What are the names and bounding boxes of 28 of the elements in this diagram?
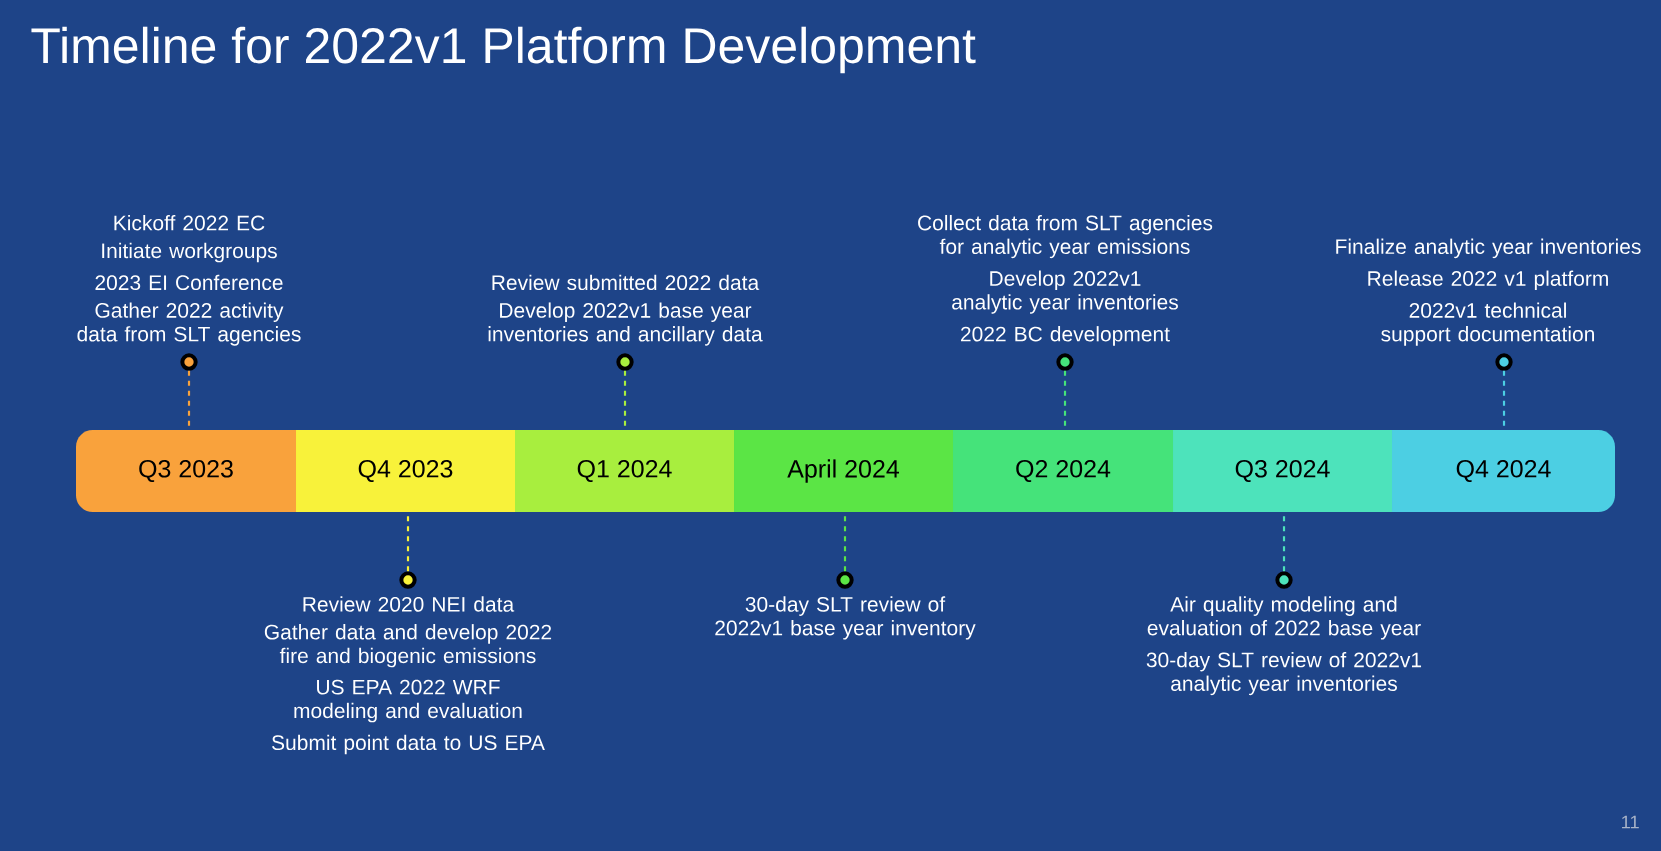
milestone-text: Kickoff 2022 EC <box>114 215 265 231</box>
timeline-segment: Q3 2023 <box>76 430 296 512</box>
timeline-segment: Q3 2024 <box>1173 430 1392 512</box>
milestone-text: Develop 2022v1 base year inventories and ancillary data <box>488 302 763 346</box>
milestone-text: Review submitted 2022 data <box>492 274 760 291</box>
milestone-text: US EPA 2022 WRF modeling and evaluation <box>294 679 522 723</box>
milestone-text: Review 2020 NEI data <box>303 596 515 612</box>
milestone-text: Gather data and develop 2022 fire and biogenic emissions <box>264 624 552 668</box>
milestone-text: Submit point data to US EPA <box>272 734 545 755</box>
milestone-text: 2022 BC development <box>961 326 1170 346</box>
timeline-segment: Q4 2023 <box>296 430 515 512</box>
timeline-segment: April 2024 <box>734 430 953 512</box>
milestone-text: Finalize analytic year inventories <box>1336 238 1641 259</box>
milestone-text: 30-day SLT review of 2022v1 analytic year inventories <box>1146 651 1422 696</box>
milestone-text: 2022v1 technical support documentation <box>1381 302 1594 346</box>
milestone-text: Collect data from SLT agencies for analytic year emissions <box>918 214 1213 259</box>
milestone-text: Develop 2022v1 analytic year inventories <box>952 270 1178 314</box>
title: Timeline for 2022v1 Platform Development <box>31 26 976 74</box>
milestone-text: Air quality modeling and evaluation of 2022 base year <box>1147 596 1421 640</box>
milestone-text: 2023 EI Conference <box>95 274 283 291</box>
milestone-text: Release 2022 v1 platform <box>1368 270 1608 291</box>
milestone-text: Initiate workgroups <box>102 242 277 263</box>
timeline-segment: Q2 2024 <box>953 430 1173 512</box>
page-number: 11 <box>1622 815 1639 829</box>
milestone-text: Gather 2022 activity data from SLT agencies <box>77 302 301 346</box>
milestone-text: 30-day SLT review of 2022v1 base year inventory <box>715 596 976 640</box>
timeline-segment: Q4 2024 <box>1392 430 1615 512</box>
timeline-segment: Q1 2024 <box>515 430 734 512</box>
